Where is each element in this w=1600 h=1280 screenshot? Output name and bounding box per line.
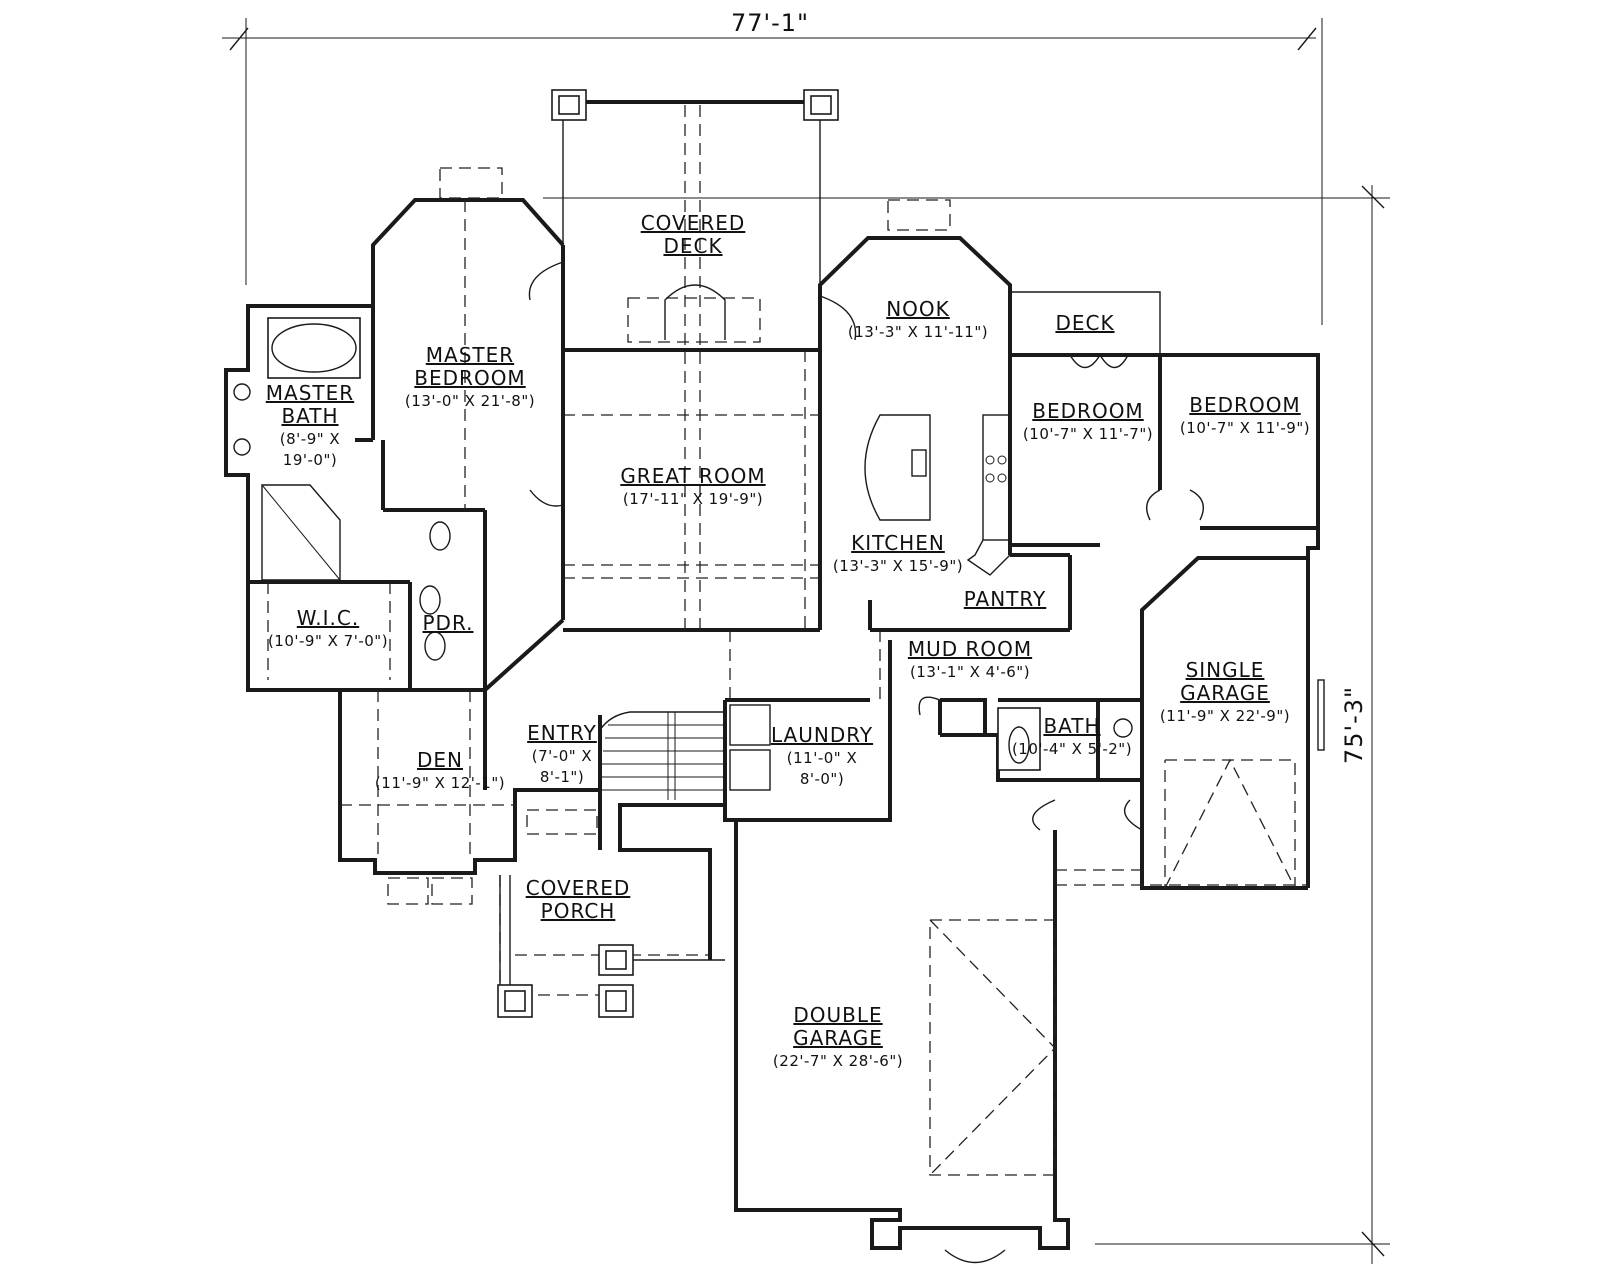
room-name: LAUNDRY	[771, 723, 873, 747]
room-dimensions: (13'-1" X 4'-6")	[910, 663, 1030, 681]
room-dimensions: (11'-0" X	[787, 749, 857, 767]
interior-walls	[248, 306, 1318, 850]
room-name: MASTER	[266, 381, 354, 405]
room-pantry: PANTRY	[964, 587, 1046, 611]
room-dimensions: 19'-0")	[283, 451, 337, 469]
room-dimensions: (10'-9" X 7'-0")	[268, 632, 388, 650]
room-name: BATH	[1043, 714, 1100, 738]
deck-posts	[551, 89, 839, 296]
room-dimensions: 8'-1")	[540, 768, 584, 786]
room-laundry: LAUNDRY (11'-0" X 8'-0")	[771, 723, 873, 788]
room-name: SINGLE	[1186, 658, 1265, 682]
room-name: COVERED	[641, 211, 746, 235]
overall-width-label: 77'-1"	[731, 9, 809, 37]
room-name: DECK	[663, 234, 722, 258]
room-name: MUD ROOM	[908, 637, 1032, 661]
windows	[387, 167, 1325, 905]
room-dimensions: (17'-11" X 19'-9")	[623, 490, 763, 508]
room-dimensions: (11'-9" X 12'-1")	[375, 774, 505, 792]
room-entry: ENTRY (7'-0" X 8'-1")	[527, 721, 597, 786]
dimension-lines	[222, 18, 1390, 1264]
room-wic: W.I.C. (10'-9" X 7'-0")	[268, 606, 388, 650]
fixtures	[233, 261, 1204, 1264]
room-name: PANTRY	[964, 587, 1046, 611]
dashed-lines	[267, 105, 1308, 1176]
room-dimensions: (8'-9" X	[280, 430, 340, 448]
room-name: DOUBLE	[793, 1003, 882, 1027]
room-name: DECK	[1055, 311, 1114, 335]
room-name: W.I.C.	[297, 606, 359, 630]
room-dimensions: (13'-3" X 15'-9")	[833, 557, 963, 575]
room-name: PDR.	[422, 611, 473, 635]
room-dimensions: (13'-3" X 11'-11")	[848, 323, 988, 341]
room-great-room: GREAT ROOM (17'-11" X 19'-9")	[620, 464, 765, 508]
room-name: GARAGE	[793, 1026, 883, 1050]
room-dimensions: (22'-7" X 28'-6")	[773, 1052, 903, 1070]
room-dimensions: (13'-0" X 21'-8")	[405, 392, 535, 410]
room-dimensions: (11'-9" X 22'-9")	[1160, 707, 1290, 725]
room-name: ENTRY	[527, 721, 597, 745]
room-name: BATH	[281, 404, 338, 428]
room-name: BEDROOM	[414, 366, 525, 390]
room-dimensions: (10'-7" X 11'-9")	[1180, 419, 1310, 437]
room-dimensions: (7'-0" X	[532, 747, 592, 765]
room-den: DEN (11'-9" X 12'-1")	[375, 748, 505, 792]
room-name: COVERED	[526, 876, 631, 900]
room-name: BEDROOM	[1032, 399, 1143, 423]
room-deck: DECK	[1055, 311, 1114, 335]
room-pdr: PDR.	[422, 611, 473, 635]
room-dimensions: (10'-4" X 5'-2")	[1012, 740, 1132, 758]
room-bedroom-1: BEDROOM (10'-7" X 11'-7")	[1023, 399, 1153, 443]
room-name: MASTER	[426, 343, 514, 367]
room-name: BEDROOM	[1189, 393, 1300, 417]
room-name: GARAGE	[1180, 681, 1270, 705]
room-name: KITCHEN	[851, 531, 945, 555]
overall-depth-label: 75'-3"	[1340, 686, 1368, 764]
room-name: PORCH	[541, 899, 616, 923]
room-dimensions: 8'-0")	[800, 770, 844, 788]
room-dimensions: (10'-7" X 11'-7")	[1023, 425, 1153, 443]
room-name: NOOK	[886, 297, 950, 321]
staircase	[599, 711, 725, 800]
room-name: GREAT ROOM	[620, 464, 765, 488]
room-mud-room: MUD ROOM (13'-1" X 4'-6")	[908, 637, 1032, 681]
room-bedroom-2: BEDROOM (10'-7" X 11'-9")	[1180, 393, 1310, 437]
room-bath: BATH (10'-4" X 5'-2")	[1012, 714, 1132, 758]
porch-posts	[497, 875, 725, 1018]
room-kitchen: KITCHEN (13'-3" X 15'-9")	[833, 531, 963, 575]
room-name: DEN	[417, 748, 463, 772]
room-nook: NOOK (13'-3" X 11'-11")	[848, 297, 988, 341]
